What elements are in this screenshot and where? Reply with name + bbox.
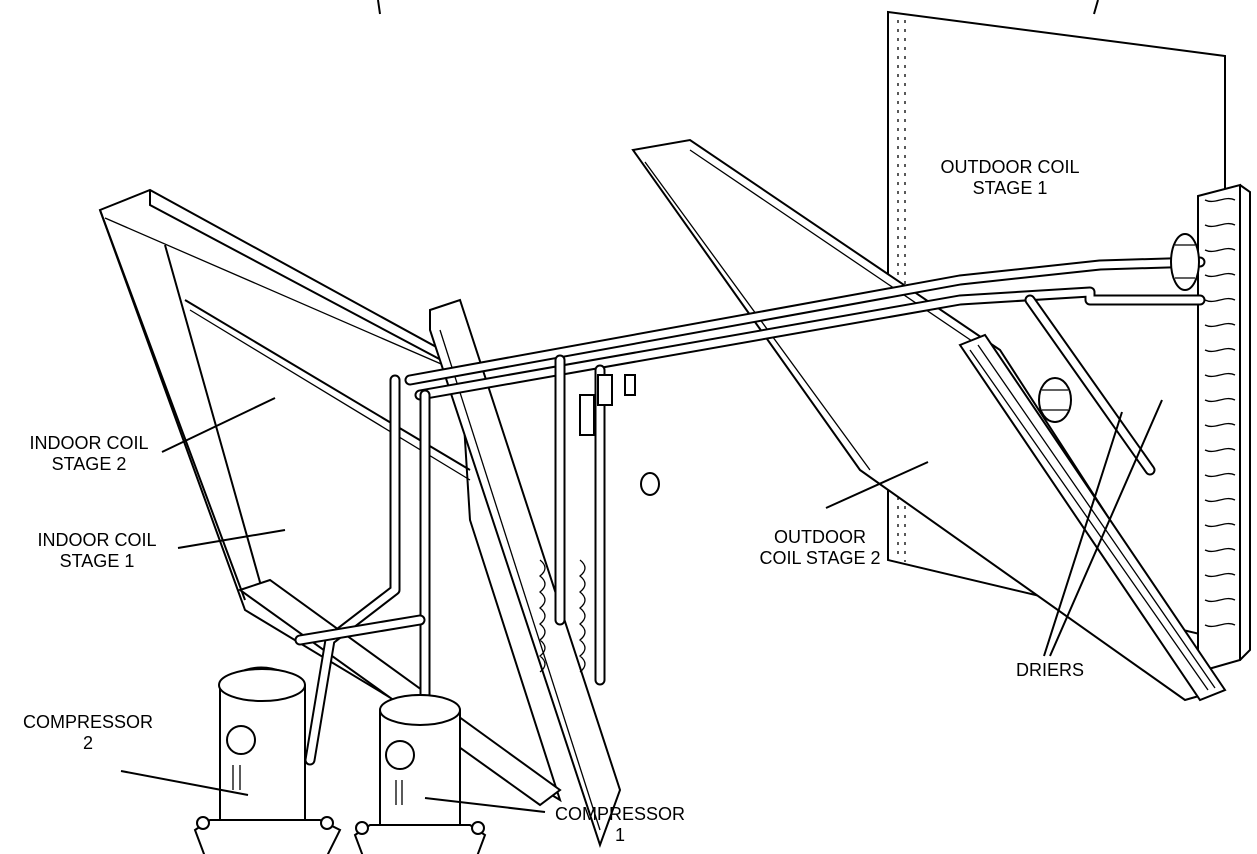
label-line: INDOOR COIL xyxy=(29,433,149,453)
label-line: OUTDOOR xyxy=(774,527,866,547)
label-line: 2 xyxy=(82,733,93,753)
leader-driers xyxy=(1043,399,1163,657)
label-line: DRIERS xyxy=(1015,660,1084,680)
label-outdoor-coil-stage-1: OUTDOOR COIL STAGE 1 xyxy=(930,157,1090,199)
leader-lines xyxy=(120,397,1163,813)
label-line: COMPRESSOR xyxy=(22,712,154,732)
valves xyxy=(579,374,660,496)
label-indoor-coil-stage-2: INDOOR COIL STAGE 2 xyxy=(4,433,174,475)
label-driers: DRIERS xyxy=(1000,660,1100,681)
label-line: STAGE 1 xyxy=(972,178,1048,198)
label-line: 1 xyxy=(614,825,625,845)
center-coil-bends xyxy=(538,559,586,673)
compressor-1 xyxy=(353,694,487,854)
leader-indoor-coil-stage-1 xyxy=(177,529,286,549)
leader-outdoor-coil-stage-2 xyxy=(825,461,929,509)
refrigerant-lines xyxy=(294,256,1206,806)
label-compressor-1: COMPRESSOR 1 xyxy=(550,804,690,846)
leader-compressor-2 xyxy=(120,770,249,796)
label-indoor-coil-stage-1: INDOOR COIL STAGE 1 xyxy=(12,530,182,572)
drier-upper xyxy=(1170,233,1200,291)
label-line: STAGE 2 xyxy=(51,454,127,474)
label-compressor-2: COMPRESSOR 2 xyxy=(18,712,158,754)
drier-lower xyxy=(1038,377,1072,423)
center-panel xyxy=(429,298,622,849)
label-line: INDOOR COIL xyxy=(37,530,157,550)
leader-indoor-coil-stage-2 xyxy=(161,397,276,453)
label-line: STAGE 1 xyxy=(59,551,135,571)
compressor-2 xyxy=(193,666,342,854)
label-line: COIL STAGE 2 xyxy=(759,548,881,568)
cropped-border-marks xyxy=(377,0,1099,15)
label-line: COMPRESSOR xyxy=(554,804,686,824)
label-line: OUTDOOR COIL xyxy=(940,157,1080,177)
leader-compressor-1 xyxy=(424,797,546,813)
label-outdoor-coil-stage-2: OUTDOOR COIL STAGE 2 xyxy=(735,527,905,569)
